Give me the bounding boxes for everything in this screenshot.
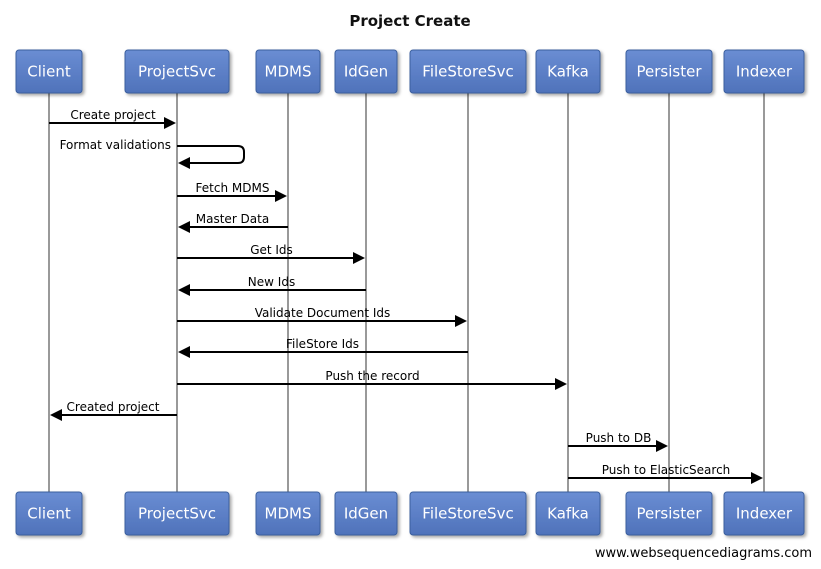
participant-box — [535, 49, 601, 94]
arrowhead — [455, 315, 467, 327]
participant-kafka-top: Kafka — [535, 49, 601, 94]
participant-persister-bottom: Persister — [625, 491, 713, 536]
message-line — [177, 145, 245, 164]
message-label: Validate Document Ids — [255, 306, 391, 320]
participant-kafka-bottom: Kafka — [535, 491, 601, 536]
lifelines — [48, 93, 765, 492]
participant-label: ProjectSvc — [138, 505, 216, 523]
participant-box — [409, 49, 527, 94]
arrowhead — [178, 221, 190, 233]
message-created-project: Created project — [50, 400, 177, 421]
message-filestore-ids: FileStore Ids — [178, 337, 468, 358]
message-label: Format validations — [60, 138, 171, 152]
participant-filestoresvc-bottom: FileStoreSvc — [409, 491, 527, 536]
message-label: Push the record — [325, 369, 419, 383]
arrowhead — [555, 378, 567, 390]
participant-idgen-top: IdGen — [334, 49, 398, 94]
participant-indexer-bottom: Indexer — [723, 491, 805, 536]
participant-label: MDMS — [265, 63, 312, 81]
participant-filestoresvc-top: FileStoreSvc — [409, 49, 527, 94]
participant-label: Persister — [637, 505, 703, 523]
message-validate-document-ids: Validate Document Ids — [177, 306, 467, 327]
arrowhead — [178, 157, 190, 169]
participant-label: Kafka — [547, 63, 589, 81]
participant-box — [255, 49, 321, 94]
message-label: Get Ids — [250, 243, 293, 257]
arrowhead — [50, 409, 62, 421]
participant-label: MDMS — [265, 505, 312, 523]
message-label: Fetch MDMS — [196, 181, 270, 195]
participant-box — [409, 491, 527, 536]
message-master-data: Master Data — [178, 212, 288, 233]
message-push-the-record: Push the record — [177, 369, 567, 390]
message-create-project: Create project — [49, 108, 176, 129]
footer-watermark: www.websequencediagrams.com — [595, 546, 812, 561]
arrowhead — [353, 252, 365, 264]
message-get-ids: Get Ids — [177, 243, 365, 264]
message-label: New Ids — [248, 275, 295, 289]
participant-label: Indexer — [736, 63, 793, 81]
participant-projectsvc-bottom: ProjectSvc — [124, 491, 230, 536]
diagram-title: Project Create — [349, 12, 470, 30]
arrowhead — [751, 472, 763, 484]
participant-mdms-bottom: MDMS — [255, 491, 321, 536]
arrowhead — [275, 190, 287, 202]
participant-box — [334, 49, 398, 94]
participant-idgen-bottom: IdGen — [334, 491, 398, 536]
message-label: Push to ElasticSearch — [602, 463, 731, 477]
message-fetch-mdms: Fetch MDMS — [177, 181, 287, 202]
message-label: FileStore Ids — [286, 337, 359, 351]
message-label: Create project — [70, 108, 156, 122]
message-push-to-elasticsearch: Push to ElasticSearch — [568, 463, 763, 484]
participant-label: FileStoreSvc — [422, 63, 513, 81]
arrowhead — [178, 346, 190, 358]
participant-box — [124, 491, 230, 536]
participant-label: IdGen — [344, 63, 388, 81]
arrowhead — [178, 284, 190, 296]
participant-box — [625, 49, 713, 94]
message-push-to-db: Push to DB — [568, 431, 668, 452]
participant-projectsvc-top: ProjectSvc — [124, 49, 230, 94]
participant-label: Persister — [637, 63, 703, 81]
message-new-ids: New Ids — [178, 275, 366, 296]
participant-mdms-top: MDMS — [255, 49, 321, 94]
participant-box — [625, 491, 713, 536]
participant-box — [124, 49, 230, 94]
arrowhead — [164, 117, 176, 129]
participant-box — [15, 49, 83, 94]
participant-box — [535, 491, 601, 536]
participants-top: Client ProjectSvc MDMS IdGen FileStoreSvc Kaf… — [15, 49, 805, 94]
participant-box — [255, 491, 321, 536]
participant-label: Client — [27, 505, 71, 523]
participant-client-top: Client — [15, 49, 83, 94]
participant-indexer-top: Indexer — [723, 49, 805, 94]
participant-label: Indexer — [736, 505, 793, 523]
participant-box — [334, 491, 398, 536]
message-format-validations: Format validations — [60, 138, 245, 169]
arrowhead — [656, 440, 668, 452]
participant-label: ProjectSvc — [138, 63, 216, 81]
participant-client-bottom: Client — [15, 491, 83, 536]
message-label: Push to DB — [586, 431, 652, 445]
participants-bottom: Client ProjectSvc MDMS IdGen FileStoreSvc Kaf… — [15, 491, 805, 536]
participant-box — [15, 491, 83, 536]
participant-box — [723, 49, 805, 94]
message-label: Created project — [67, 400, 160, 414]
participant-label: Client — [27, 63, 71, 81]
participant-label: FileStoreSvc — [422, 505, 513, 523]
message-label: Master Data — [196, 212, 269, 226]
participant-label: IdGen — [344, 505, 388, 523]
participant-persister-top: Persister — [625, 49, 713, 94]
participant-label: Kafka — [547, 505, 589, 523]
participant-box — [723, 491, 805, 536]
